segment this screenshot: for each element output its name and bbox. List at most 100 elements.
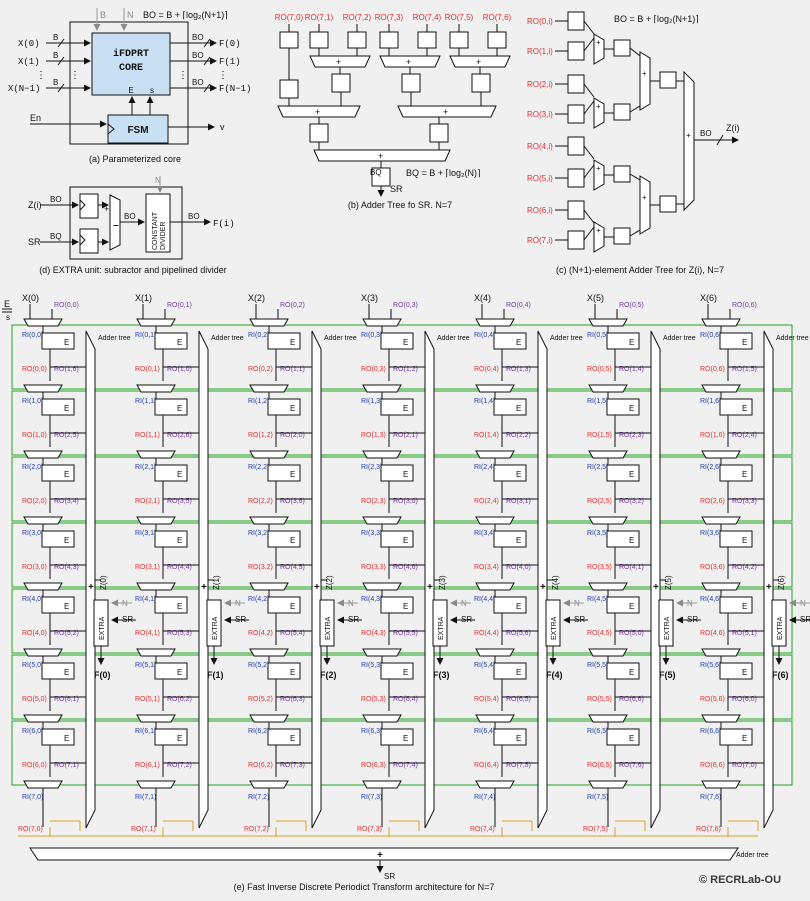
e-mux <box>362 318 402 327</box>
e-ro-label: RO(0,3) <box>361 366 386 373</box>
e-adder-label: Adder tree <box>776 335 809 342</box>
e-ro-label: RO(0,0) <box>22 366 47 373</box>
e-adder-tree <box>537 330 548 829</box>
e-register-e: E <box>516 602 521 611</box>
e-ro-cross: RO(1,5) <box>732 366 757 373</box>
e-register <box>41 332 75 350</box>
caption-a: (a) Parameterized core <box>89 154 181 164</box>
e-ro-cross: RO(5,2) <box>54 630 79 637</box>
e-register-e: E <box>177 404 182 413</box>
e-register-e: E <box>629 536 634 545</box>
c-leaf-label: RO(7,i) <box>527 236 553 245</box>
e-ri-label: RI(7,0) <box>22 794 43 801</box>
e-mux <box>701 780 741 789</box>
e-adder-tree <box>311 330 322 829</box>
e-register <box>380 332 414 350</box>
e-register-e: E <box>516 734 521 743</box>
e-register-e: E <box>516 536 521 545</box>
e-ri-label: RI(1,6) <box>700 398 721 405</box>
e-register <box>380 464 414 482</box>
c-leaf-label: RO(3,i) <box>527 110 553 119</box>
c-plus-3: + <box>596 164 601 173</box>
e-ro-cross: RO(3,2) <box>619 498 644 505</box>
e-column-input: X(4) <box>474 293 491 303</box>
input-bus-b-2: B <box>53 78 58 87</box>
e-register <box>154 464 188 482</box>
e-register <box>493 596 527 614</box>
e-register-e: E <box>64 470 69 479</box>
e-mux <box>249 582 289 591</box>
e-f-output: F(2) <box>320 670 337 680</box>
e-register <box>267 530 301 548</box>
e-z-label: Z(6) <box>777 575 786 590</box>
panel-a-parameterized-core: iFDPRT CORE E s B N BO = B + ⌈log₂(N+1)⌉… <box>8 8 251 164</box>
b-leaf-label: RO(7,5) <box>445 13 474 22</box>
b-plus-4: + <box>315 107 320 117</box>
e-register <box>606 464 640 482</box>
c-leaf-wire <box>583 83 595 98</box>
c-leaf-register <box>567 74 585 94</box>
e-extra-label: EXTRA <box>664 616 671 640</box>
e-ro-label: RO(6,4) <box>474 762 499 769</box>
b-leaf-register <box>347 31 367 49</box>
e-mux <box>136 450 176 459</box>
b-plus-6: + <box>378 151 383 161</box>
e-register-e: E <box>403 602 408 611</box>
e-ro-cross: RO(3,3) <box>732 498 757 505</box>
divider-label-2: DIVIDER <box>160 222 167 250</box>
core-s-label: s <box>150 86 154 95</box>
e-ro-label: RO(7,6) <box>696 826 721 833</box>
b-leaf-register <box>379 31 399 49</box>
e-mux <box>136 384 176 393</box>
e-register <box>41 596 75 614</box>
e-mux <box>249 648 289 657</box>
e-ro-cross: RO(2,5) <box>54 432 79 439</box>
e-bottom-adder-label: Adder tree <box>736 852 769 859</box>
e-mux <box>701 714 741 723</box>
b-leaf-register <box>417 31 437 49</box>
e-ro-label: RO(5,4) <box>474 696 499 703</box>
e-mux <box>362 648 402 657</box>
e-adder-label: Adder tree <box>663 335 696 342</box>
e-f-output: F(6) <box>772 670 789 680</box>
e-ro-label: RO(3,2) <box>248 564 273 571</box>
c-leaf-register <box>567 41 585 61</box>
e-ro-label: RO(2,6) <box>700 498 725 505</box>
e-ro-cross: RO(7,2) <box>167 762 192 769</box>
svg-text:⋮: ⋮ <box>218 70 228 81</box>
e-ro-cross: RO(5,3) <box>167 630 192 637</box>
e-register <box>154 530 188 548</box>
c-leaf-register <box>567 230 585 250</box>
e-ri-label: RI(7,2) <box>248 794 269 801</box>
extra-bo-mid: BO <box>124 212 136 221</box>
e-register <box>154 398 188 416</box>
e-mux <box>701 648 741 657</box>
e-register <box>267 662 301 680</box>
e-bottom-plus: + <box>377 850 383 861</box>
e-ri-label: RI(1,5) <box>587 398 608 405</box>
e-adder-plus: + <box>88 582 94 593</box>
e-ri-label: RI(6,4) <box>474 728 495 735</box>
core-e-label: E <box>128 86 133 95</box>
e-mux <box>588 582 628 591</box>
e-mux <box>249 450 289 459</box>
c-leaf-wire <box>583 145 595 160</box>
e-ri-label: RI(0,0) <box>22 332 43 339</box>
b-leaf-register <box>449 31 469 49</box>
e-register <box>41 662 75 680</box>
e-f-output: F(1) <box>207 670 224 680</box>
e-ro-label: RO(3,5) <box>587 564 612 571</box>
e-ro-label: RO(4,5) <box>587 630 612 637</box>
extra-z-input: Z(i) <box>28 200 42 210</box>
e-ri-label: RI(1,1) <box>135 398 156 405</box>
e-ro-cross: RO(1,0) <box>167 366 192 373</box>
c-plus-6: + <box>642 193 647 202</box>
e-ri-label: RI(2,0) <box>22 464 43 471</box>
e-mux <box>362 780 402 789</box>
e-register-e: E <box>516 668 521 677</box>
input-x0: X(0) <box>18 39 40 49</box>
e-adder-label: Adder tree <box>324 335 357 342</box>
b-leaf-label: RO(7,0) <box>275 13 304 22</box>
e-register-e: E <box>177 734 182 743</box>
e-register <box>41 464 75 482</box>
